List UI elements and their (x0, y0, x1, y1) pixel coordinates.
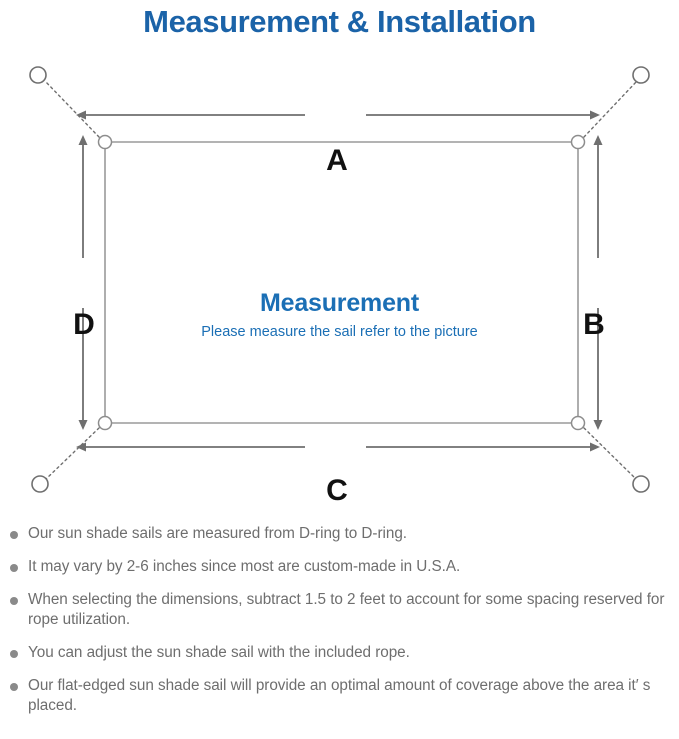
d-ring-icon-top-right (570, 134, 586, 150)
page-title: Measurement & Installation (143, 4, 536, 39)
bullet-icon (10, 564, 18, 572)
d-ring-icon-top-left (97, 134, 113, 150)
list-item-text: When selecting the dimensions, subtract … (28, 591, 665, 628)
measurement-diagram: Measurement Please measure the sail refe… (0, 46, 679, 516)
dotted-rope-line-bottom-left (45, 427, 100, 480)
list-item: You can adjust the sun shade sail with t… (0, 643, 679, 663)
dimension-label-c: C (326, 474, 348, 507)
anchor-ring-icon-bottom-left (31, 475, 49, 493)
list-item: Our flat-edged sun shade sail will provi… (0, 676, 679, 716)
dimension-label-a: A (326, 144, 348, 177)
dimension-label-d: D (73, 308, 95, 341)
bullet-icon (10, 683, 18, 691)
d-ring-icon-bottom-left (97, 415, 113, 431)
measurement-heading: Measurement (260, 289, 419, 317)
list-item-text: Our sun shade sails are measured from D-… (28, 525, 407, 542)
bullet-icon (10, 597, 18, 605)
list-item: It may vary by 2-6 inches since most are… (0, 557, 679, 577)
anchor-ring-icon-top-right (632, 66, 650, 84)
dimension-label-b: B (583, 308, 605, 341)
anchor-ring-icon-top-left (29, 66, 47, 84)
dotted-rope-line-bottom-right (583, 427, 637, 480)
measurement-subtext: Please measure the sail refer to the pic… (201, 324, 478, 340)
bullet-icon (10, 650, 18, 658)
anchor-ring-icon-bottom-right (632, 475, 650, 493)
list-item-text: You can adjust the sun shade sail with t… (28, 644, 410, 661)
bullet-icon (10, 531, 18, 539)
dotted-rope-line-top-right (583, 80, 638, 138)
notes-list: Our sun shade sails are measured from D-… (0, 524, 679, 729)
dotted-rope-line-top-left (44, 80, 100, 138)
list-item-text: Our flat-edged sun shade sail will provi… (28, 677, 651, 714)
sail-rectangle (104, 141, 579, 424)
list-item-text: It may vary by 2-6 inches since most are… (28, 558, 461, 575)
list-item: When selecting the dimensions, subtract … (0, 590, 679, 630)
d-ring-icon-bottom-right (570, 415, 586, 431)
list-item: Our sun shade sails are measured from D-… (0, 524, 679, 544)
